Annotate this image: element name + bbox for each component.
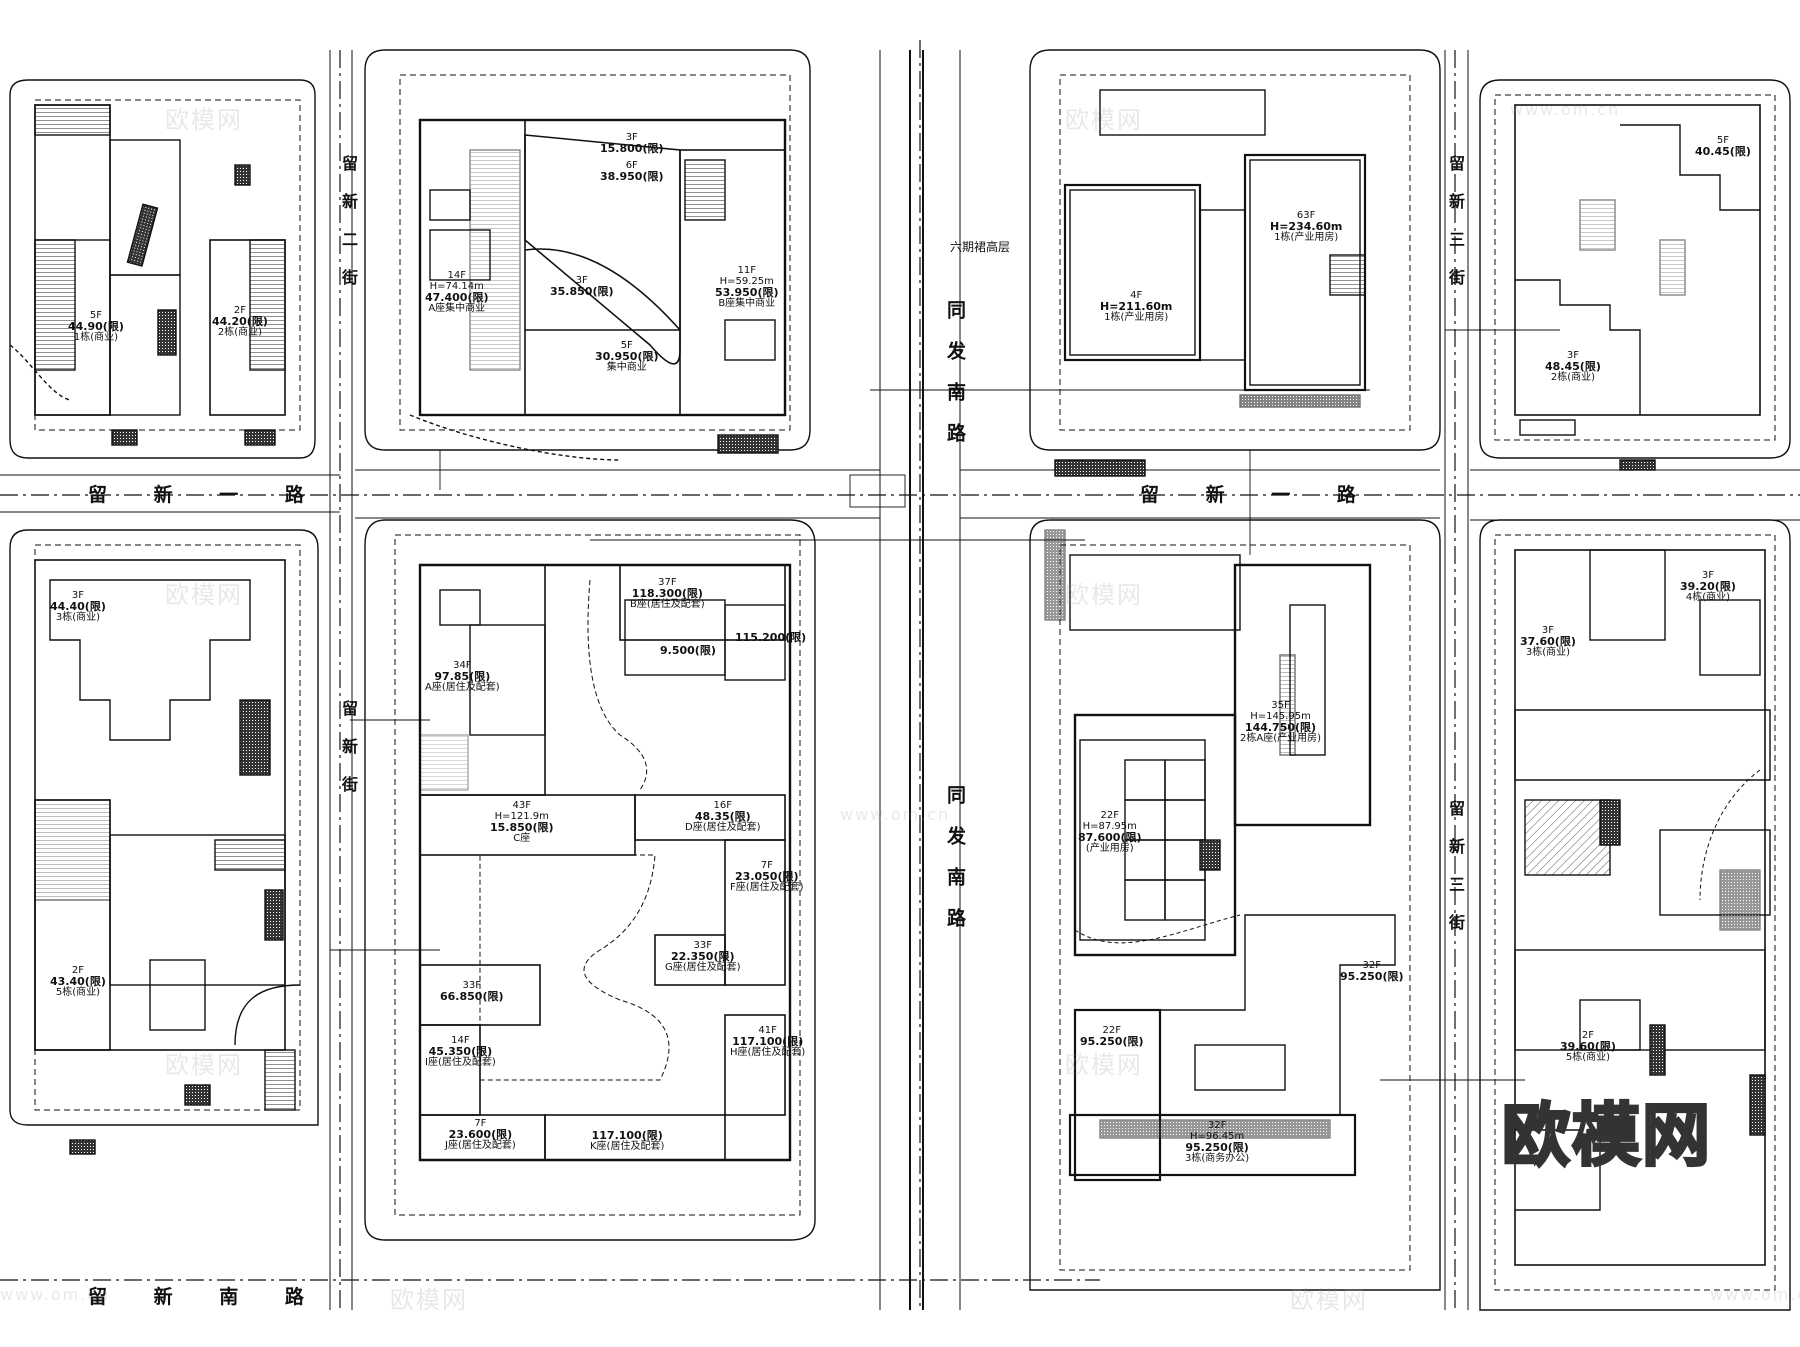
building-label: 115.200(限) [735, 631, 807, 644]
road-label-tongfa-nan-top: 同发南路 [944, 300, 966, 464]
road-centerlines [0, 40, 1800, 1310]
road-label-liuxin-er-bottom: 留新街 [339, 700, 358, 814]
road-label-liuxin-san-bottom: 留新三街 [1446, 800, 1465, 952]
road-label-liuxin-yi-left: 留 新 一 路 [88, 484, 324, 506]
road-label-liuxin-yi-right: 留 新 一 路 [1140, 484, 1376, 506]
building-label: 9.500(限) [660, 644, 716, 657]
block-top-far-right [1479, 79, 1791, 471]
watermark: 欧模网 [165, 581, 243, 609]
watermark: 欧模网 [1065, 106, 1143, 134]
block-top-center [364, 49, 811, 461]
watermark: www.om.cn [1710, 1285, 1800, 1304]
block-bottom-right [1029, 519, 1441, 1291]
leader-lines [330, 329, 1560, 1081]
watermark: 欧模网 [165, 1051, 243, 1079]
block-bottom-left [9, 529, 319, 1155]
road-label-liuxin-san-top: 留新三街 [1446, 155, 1465, 307]
watermark: 欧模网 [390, 1286, 468, 1314]
watermark: 欧模网 [1065, 581, 1143, 609]
block-top-left [9, 79, 316, 459]
brand-logo: 欧模网 [1500, 1096, 1712, 1178]
road-label-tongfa-nan-bottom: 同发南路 [944, 785, 966, 949]
watermark: www.om.cn [840, 805, 951, 824]
watermark: 欧模网 [165, 106, 243, 134]
road-label-liuxin-er-top: 留新二街 [339, 155, 358, 307]
watermark: 欧模网 [1065, 1051, 1143, 1079]
watermark: www.om.cn [1510, 100, 1621, 119]
watermark: 欧模网 [1290, 1286, 1368, 1314]
block-bottom-center [364, 519, 816, 1241]
building-label: 117.100(限)K座(居住及配套) [590, 1129, 665, 1152]
block-top-right [1029, 49, 1441, 477]
six-storey-podium-note: 六期裙高层 [950, 240, 1011, 254]
road-label-liuxin-nan: 留 新 南 路 [88, 1286, 324, 1308]
block-bottom-far-right [1479, 519, 1791, 1311]
watermark: www.om.cn [0, 1285, 111, 1304]
